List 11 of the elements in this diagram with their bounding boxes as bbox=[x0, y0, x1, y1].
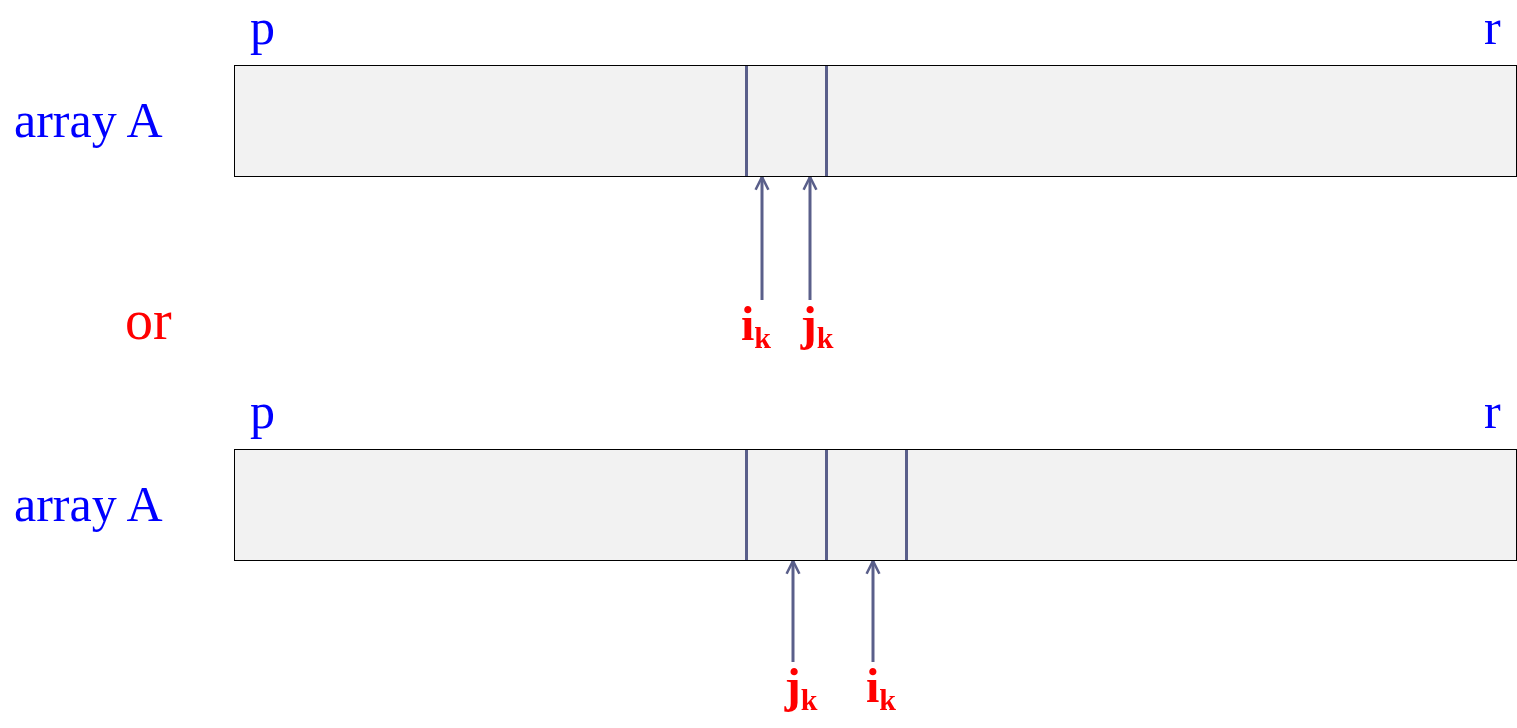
index-label: r bbox=[1484, 2, 1501, 52]
arrow bbox=[865, 559, 881, 662]
pointer-label: i$_{k}$ bbox=[855, 662, 907, 710]
index-label: r bbox=[1484, 386, 1501, 436]
arrow bbox=[802, 175, 818, 300]
pointer-label: j$_{k}$ bbox=[791, 300, 843, 348]
separator-word: or bbox=[125, 292, 172, 348]
arrow bbox=[754, 175, 770, 300]
pointer-label: j$_{k}$ bbox=[775, 662, 827, 710]
pointer-label: i$_{k}$ bbox=[730, 300, 782, 348]
arrow bbox=[785, 559, 801, 662]
